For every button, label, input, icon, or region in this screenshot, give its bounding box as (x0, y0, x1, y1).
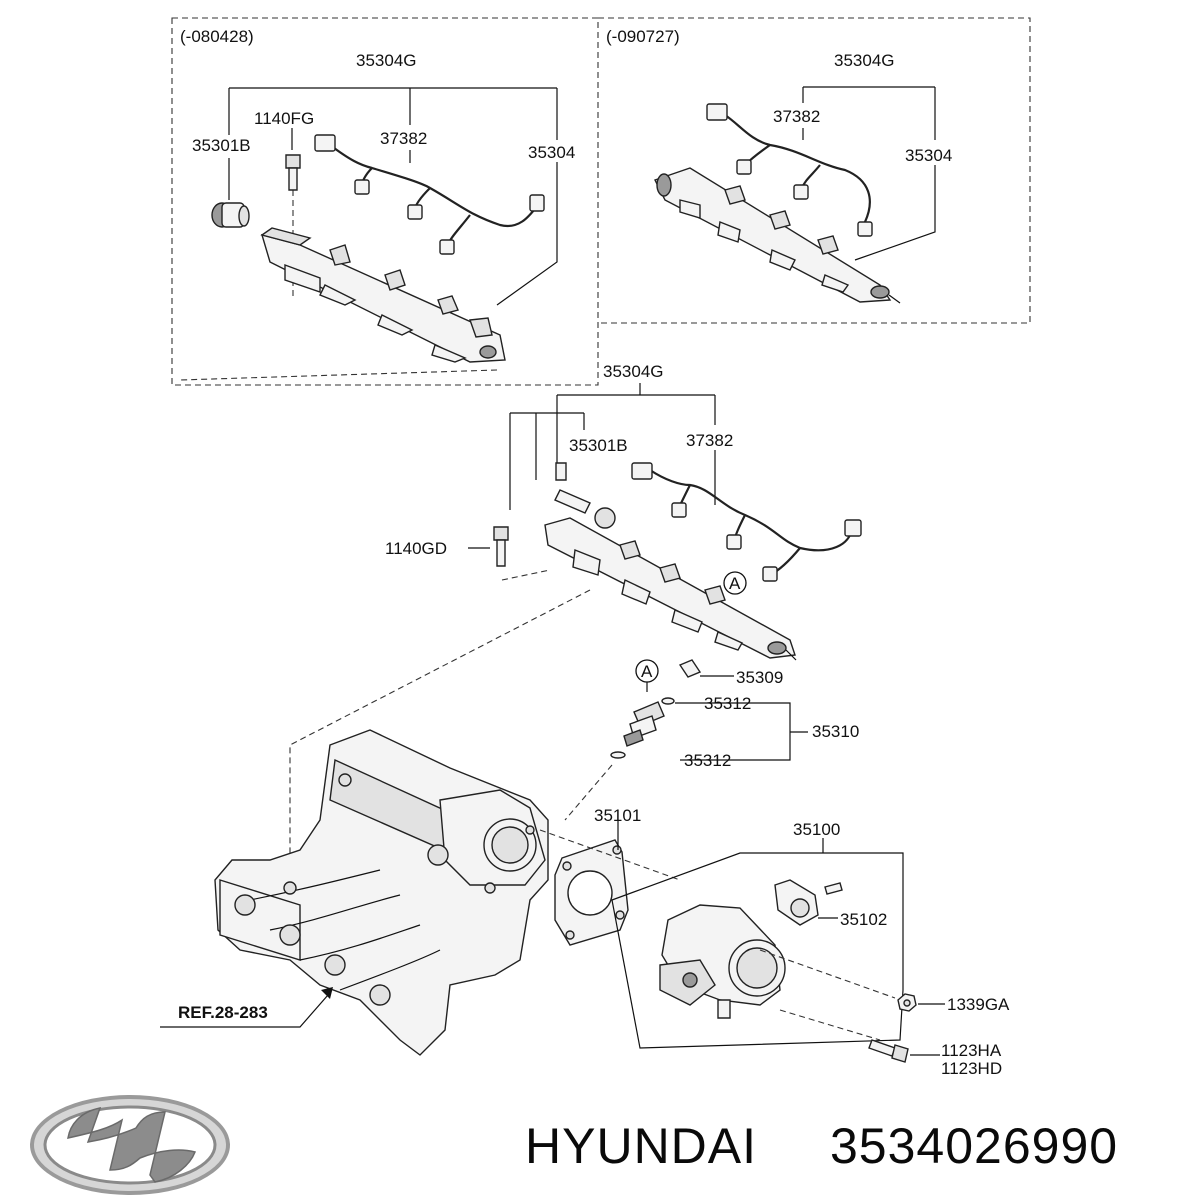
middle-label-1140gd: 1140GD (385, 539, 447, 558)
right-range-label: (-090727) (606, 27, 680, 46)
pressure-regulator-drawing (211, 202, 250, 228)
middle-wiring-harness-drawing (631, 462, 862, 582)
right-wiring-harness-drawing (706, 103, 873, 237)
right-label-35304g: 35304G (834, 51, 895, 70)
label-35310: 35310 (812, 722, 859, 741)
intake-manifold-drawing (214, 729, 549, 1056)
throttle-body-drawing (659, 904, 786, 1019)
label-1339ga: 1339GA (947, 995, 1010, 1014)
ref-callout: REF.28-283 (160, 987, 333, 1028)
middle-label-35304g: 35304G (603, 362, 664, 381)
brand-name: HYUNDAI (525, 1118, 757, 1174)
left-wiring-harness-drawing (314, 134, 545, 255)
label-1123hd: 1123HD (941, 1059, 1002, 1078)
regulator-bracket-drawing (554, 462, 616, 529)
left-label-37382: 37382 (380, 129, 427, 148)
label-35101: 35101 (594, 806, 641, 825)
bolt-1140fg-drawing (285, 154, 301, 191)
nut-1339ga-drawing (897, 993, 917, 1012)
left-range-label: (-080428) (180, 27, 254, 46)
clip-35309-drawing (678, 659, 734, 678)
callout-a-upper: A (723, 571, 747, 595)
gasket-35101-drawing (554, 839, 629, 946)
right-variant-box: (-090727) 35304G 37382 35304 (598, 17, 1031, 324)
label-35102: 35102 (840, 910, 887, 929)
left-label-35304: 35304 (528, 143, 575, 162)
left-label-1140fg: 1140FG (254, 109, 314, 128)
middle-fuel-rail-drawing (544, 517, 797, 661)
label-35100: 35100 (793, 820, 840, 839)
sensor-35102-drawing (774, 879, 843, 926)
middle-label-35301b: 35301B (569, 436, 628, 455)
label-35309: 35309 (736, 668, 783, 687)
left-label-35304g: 35304G (356, 51, 417, 70)
right-fuel-rail-drawing (654, 167, 901, 304)
throttle-body-box (611, 838, 904, 1049)
callout-a-lower-text: A (641, 662, 653, 681)
part-number: 3534026990 (830, 1118, 1118, 1174)
middle-fuel-rail-assembly: 35304G 35301B 37382 1140GD (289, 362, 862, 885)
middle-label-37382: 37382 (686, 431, 733, 450)
label-35312-lower: 35312 (684, 751, 731, 770)
bolt-1140gd-drawing (493, 526, 509, 567)
left-fuel-rail-drawing (260, 227, 506, 363)
bolt-1123-drawing (868, 1039, 909, 1063)
right-label-35304: 35304 (905, 146, 952, 165)
label-1123ha: 1123HA (941, 1041, 1002, 1060)
callout-a-upper-text: A (729, 574, 741, 593)
hyundai-logo-icon (30, 1095, 230, 1195)
right-label-37382: 37382 (773, 107, 820, 126)
label-35312-upper: 35312 (704, 694, 751, 713)
left-label-35301b: 35301B (192, 136, 251, 155)
injector-drawing (610, 697, 675, 759)
callout-a-lower: A (635, 659, 659, 683)
ref-label: REF.28-283 (178, 1003, 268, 1022)
left-variant-box: (-080428) 35304G 1140FG 35301B 37382 353… (171, 17, 599, 386)
